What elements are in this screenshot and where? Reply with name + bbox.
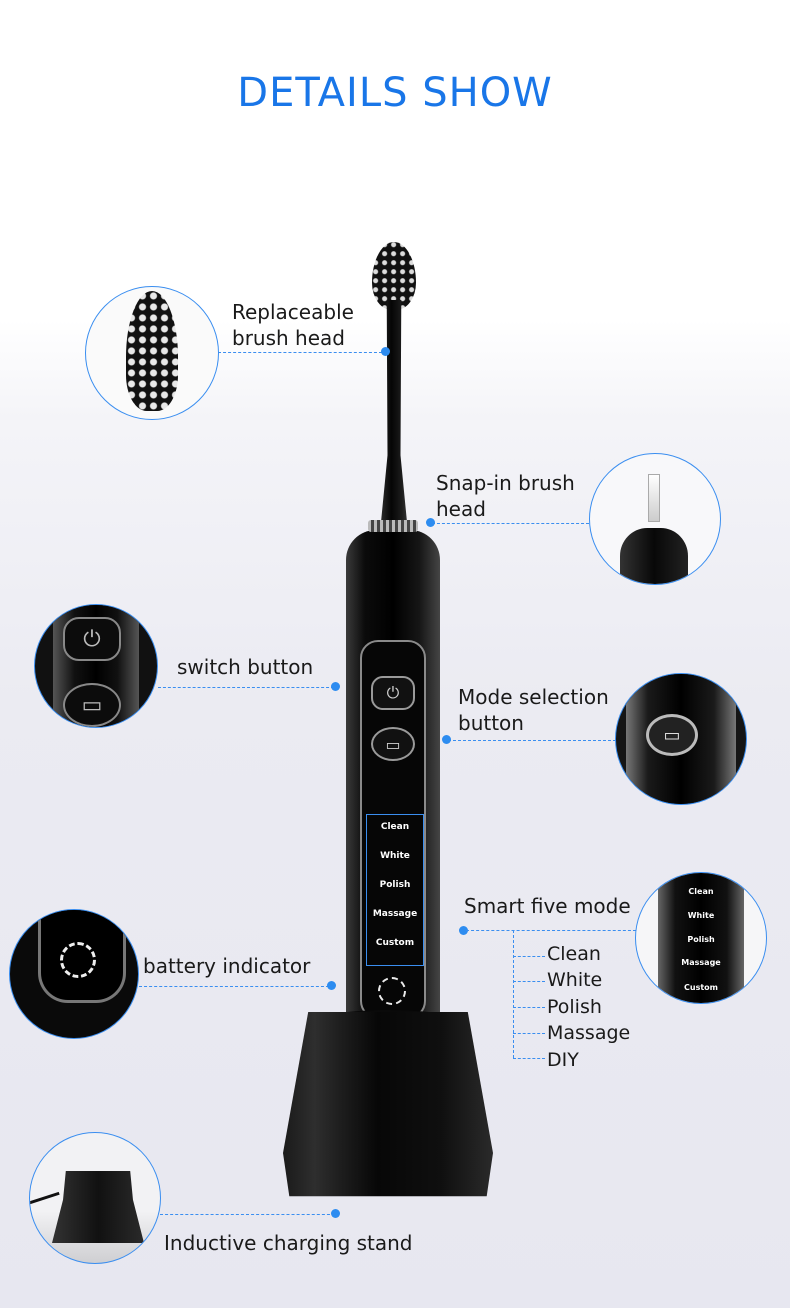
charging-stand-closeup	[29, 1132, 161, 1264]
rounded-square-icon: ▭	[385, 734, 401, 754]
mode-diy: DIY	[547, 1049, 579, 1071]
toothbrush-neck	[381, 300, 407, 522]
mode-button-closeup: ▭	[615, 673, 747, 805]
switch-dot	[331, 682, 340, 691]
smart-five-label: Smart five mode	[464, 894, 631, 918]
closeup-mode-polish: Polish	[687, 935, 715, 944]
tree-branch	[513, 956, 545, 957]
battery-ring-icon	[60, 942, 96, 978]
tree-branch	[513, 1033, 545, 1034]
tree-branch	[513, 981, 545, 982]
mode-white: White	[547, 969, 603, 991]
mode-button[interactable]: ▭	[371, 727, 415, 761]
panel-mode-polish: Polish	[379, 880, 411, 890]
toothbrush-snap-ring	[368, 520, 418, 532]
charging-stand	[283, 1012, 493, 1197]
panel-mode-custom: Custom	[375, 938, 415, 948]
brush-head-leader	[218, 352, 382, 353]
mode-selection-dot	[442, 735, 451, 744]
mode-selection-leader	[448, 740, 616, 741]
brush-head-closeup	[85, 286, 219, 420]
snap-in-leader	[432, 523, 589, 524]
snap-in-dot	[426, 518, 435, 527]
brush-head-label-line2: brush head	[232, 326, 345, 350]
mode-clean: Clean	[547, 943, 601, 965]
smart-five-leader	[466, 930, 636, 931]
mode-selection-label-line2: button	[458, 711, 524, 735]
switch-leader	[158, 687, 334, 688]
panel-mode-massage: Massage	[372, 909, 418, 919]
closeup-mode-clean: Clean	[688, 887, 714, 896]
snap-in-closeup	[589, 453, 721, 585]
stand-dot	[331, 1209, 340, 1218]
battery-closeup	[9, 909, 139, 1039]
stand-label: Inductive charging stand	[164, 1231, 413, 1255]
toothbrush-brush-head	[372, 242, 416, 310]
smart-five-tree-trunk	[513, 930, 514, 1058]
mode-massage: Massage	[547, 1022, 631, 1044]
brush-head-label-line1: Replaceable	[232, 300, 354, 324]
panel-mode-clean: Clean	[380, 822, 410, 832]
closeup-mode-massage: Massage	[681, 958, 721, 967]
power-icon: ⏻	[386, 683, 400, 702]
power-button[interactable]: ⏻	[371, 676, 415, 710]
stand-leader	[160, 1214, 335, 1215]
battery-leader	[139, 986, 329, 987]
panel-mode-white: White	[380, 851, 410, 861]
mode-selection-label-line1: Mode selection	[458, 685, 609, 709]
battery-ring-icon	[378, 977, 406, 1005]
battery-label: battery indicator	[143, 954, 311, 978]
page-title: DETAILS SHOW	[237, 70, 553, 116]
smart-five-dot	[459, 926, 468, 935]
battery-dot	[327, 981, 336, 990]
closeup-mode-white: White	[687, 911, 715, 920]
closeup-mode-custom: Custom	[684, 983, 718, 992]
rounded-square-icon: ▭	[663, 724, 681, 746]
brush-head-dot	[381, 347, 390, 356]
tree-branch	[513, 1007, 545, 1008]
switch-label: switch button	[177, 655, 314, 679]
mode-indicator-box: Clean White Polish Massage Custom	[366, 814, 424, 966]
snap-in-label-line2: head	[436, 497, 486, 521]
tree-branch	[513, 1058, 545, 1059]
rounded-square-icon: ▭	[81, 692, 103, 718]
power-icon: ⏻	[83, 626, 101, 652]
snap-in-label-line1: Snap-in brush	[436, 471, 575, 495]
mode-polish: Polish	[547, 996, 602, 1018]
switch-button-closeup: ⏻ ▭	[34, 604, 158, 728]
five-mode-closeup: Clean White Polish Massage Custom	[635, 872, 767, 1004]
